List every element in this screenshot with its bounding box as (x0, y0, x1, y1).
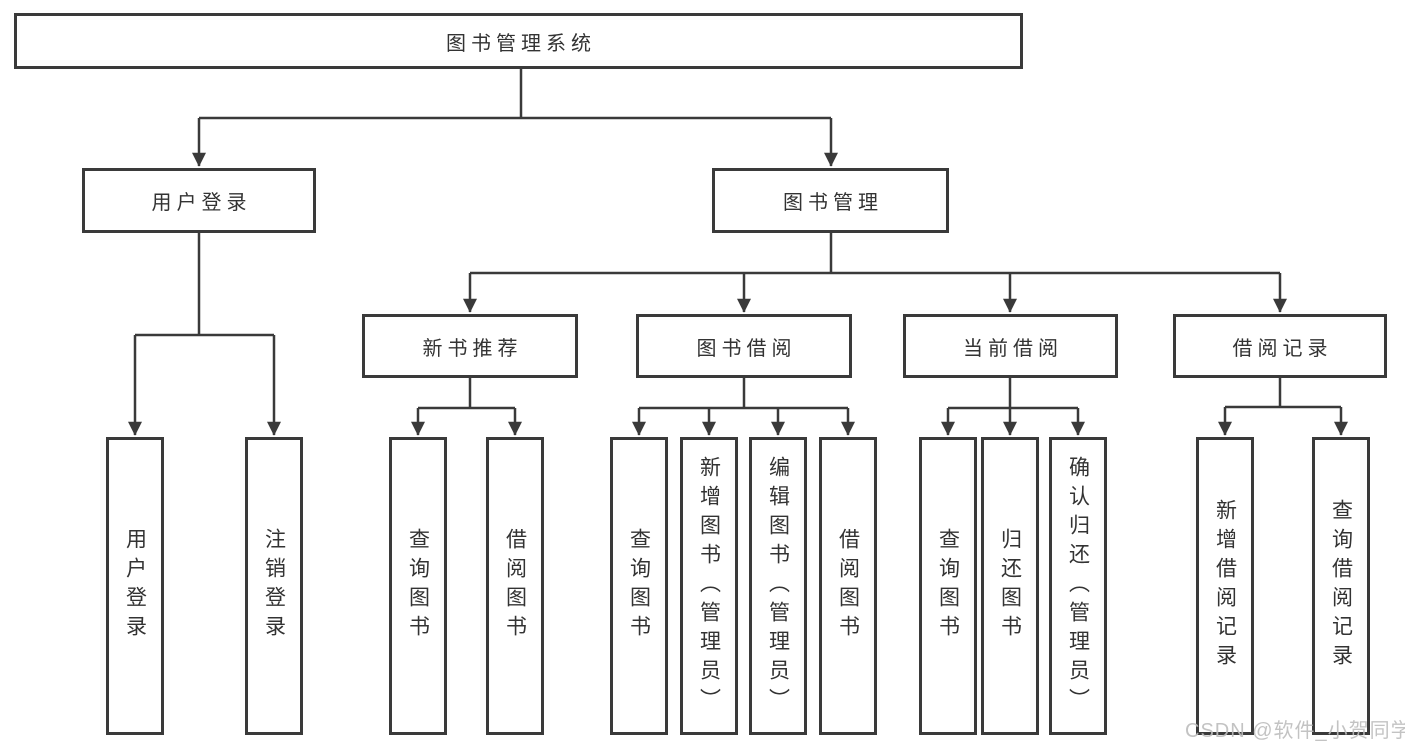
leaf-borrow-book: 借阅图书 (819, 437, 877, 735)
connector-book-borrow-children (632, 378, 855, 436)
connector-current-borrow-children (941, 378, 1085, 436)
connector-book-mgmt-to-level3 (463, 233, 1287, 313)
connector-user-login-children (128, 233, 281, 436)
leaf-confirm-return-admin-label: 确认归还（管理员） (1066, 455, 1090, 717)
leaf-logout: 注销登录 (245, 437, 303, 735)
node-book-mgmt-label: 图书管理 (783, 192, 883, 214)
leaf-add-book-admin-label: 新增图书（管理员） (697, 455, 721, 717)
leaf-borrow-book-label: 借阅图书 (836, 528, 860, 644)
node-root: 图书管理系统 (14, 13, 1023, 69)
connector-root-to-level2 (192, 69, 838, 167)
leaf-edit-book-admin-label: 编辑图书（管理员） (766, 455, 790, 717)
leaf-return-book: 归还图书 (981, 437, 1039, 735)
node-new-book-rec-label: 新书推荐 (422, 337, 523, 360)
leaf-add-borrow-record-label: 新增借阅记录 (1213, 499, 1237, 673)
leaf-newrec-borrow-books: 借阅图书 (486, 437, 544, 735)
leaf-newrec-query-books: 查询图书 (389, 437, 447, 735)
leaf-borrow-query-books: 查询图书 (610, 437, 668, 735)
node-user-login-label: 用户登录 (151, 192, 252, 214)
connector-borrow-records-children (1218, 378, 1348, 436)
connector-new-book-children (411, 378, 522, 436)
leaf-logout-label: 注销登录 (262, 528, 286, 644)
leaf-current-query-books: 查询图书 (919, 437, 977, 735)
node-new-book-rec: 新书推荐 (362, 314, 578, 378)
node-borrow-records: 借阅记录 (1173, 314, 1387, 378)
leaf-newrec-query-books-label: 查询图书 (406, 528, 430, 644)
node-user-login: 用户登录 (82, 168, 316, 233)
leaf-borrow-query-books-label: 查询图书 (627, 528, 651, 644)
leaf-current-query-books-label: 查询图书 (936, 528, 960, 644)
leaf-confirm-return-admin: 确认归还（管理员） (1049, 437, 1107, 735)
node-current-borrow-label: 当前借阅 (963, 337, 1063, 360)
leaf-newrec-borrow-books-label: 借阅图书 (503, 528, 527, 644)
leaf-edit-book-admin: 编辑图书（管理员） (749, 437, 807, 735)
csdn-watermark: CSDN @软件_小贺同学 (1185, 720, 1405, 742)
node-book-mgmt: 图书管理 (712, 168, 949, 233)
leaf-user-login: 用户登录 (106, 437, 164, 735)
node-book-borrow: 图书借阅 (636, 314, 852, 378)
node-current-borrow: 当前借阅 (903, 314, 1118, 378)
node-book-borrow-label: 图书借阅 (696, 337, 797, 360)
leaf-query-borrow-record-label: 查询借阅记录 (1329, 499, 1353, 673)
leaf-return-book-label: 归还图书 (998, 528, 1022, 644)
leaf-query-borrow-record: 查询借阅记录 (1312, 437, 1370, 735)
leaf-add-borrow-record: 新增借阅记录 (1196, 437, 1254, 735)
leaf-add-book-admin: 新增图书（管理员） (680, 437, 738, 735)
node-root-label: 图书管理系统 (446, 32, 596, 55)
node-borrow-records-label: 借阅记录 (1232, 337, 1333, 360)
leaf-user-login-label: 用户登录 (123, 528, 147, 644)
